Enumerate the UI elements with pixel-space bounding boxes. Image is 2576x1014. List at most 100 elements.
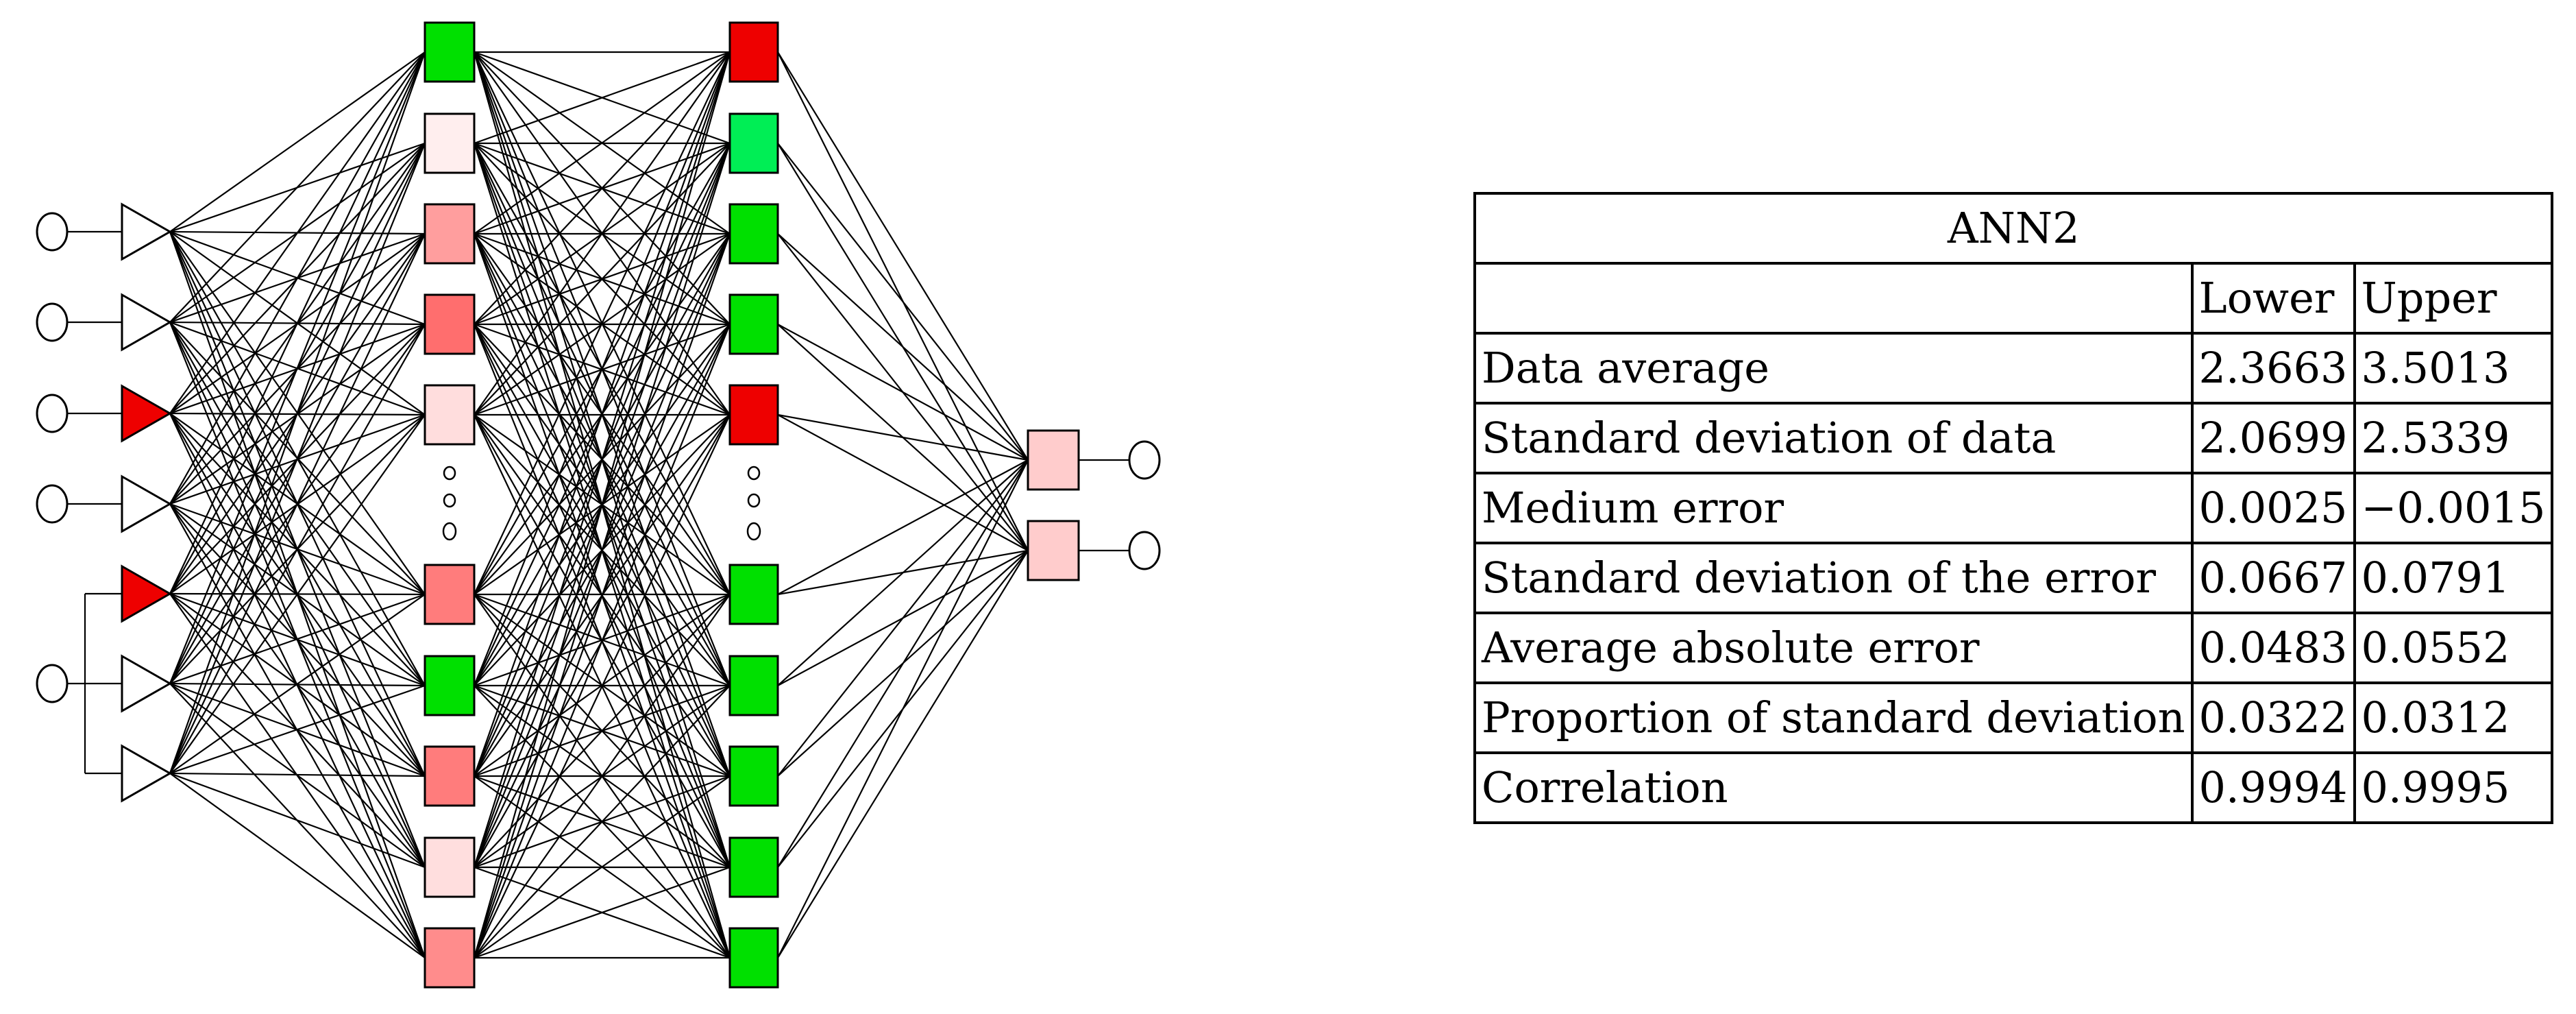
connection-line	[169, 51, 426, 594]
connection-line	[474, 51, 731, 234]
hidden2-neuron	[728, 293, 779, 355]
connection-line	[169, 772, 426, 869]
row-upper: 0.0552	[2353, 612, 2554, 684]
connection-line	[474, 51, 731, 325]
connection-line	[777, 459, 1029, 777]
connection-line	[169, 684, 426, 775]
connection-line	[473, 51, 731, 777]
connection-line	[474, 414, 731, 958]
header-metric	[1473, 262, 2194, 335]
connection-line	[474, 51, 731, 145]
hidden2-neuron	[728, 927, 779, 989]
hidden1-neuron	[424, 927, 476, 989]
connection-line	[473, 143, 731, 958]
row-lower: 0.0322	[2190, 681, 2356, 754]
input-circle	[36, 664, 69, 703]
network-connections	[67, 51, 1129, 959]
row-upper: −0.0015	[2353, 472, 2554, 544]
table-row: Proportion of standard deviation 0.0322 …	[1473, 681, 2554, 754]
row-upper: 2.5339	[2353, 402, 2554, 474]
connection-line	[474, 866, 731, 959]
input-circle	[36, 394, 69, 433]
ann2-results-table: ANN2 Lower Upper Data average 2.3663 3.5…	[1473, 192, 2554, 824]
connection-line	[473, 51, 731, 868]
header-upper: Upper	[2353, 262, 2554, 335]
table-row: Average absolute error 0.0483 0.0552	[1473, 612, 2554, 684]
table-title-row: ANN2	[1473, 192, 2554, 265]
input-neuron	[121, 202, 173, 261]
connection-line	[169, 51, 426, 414]
row-upper: 0.0791	[2353, 542, 2554, 614]
connection-line	[777, 459, 1029, 686]
hidden1-neuron	[424, 203, 476, 265]
connection-line	[777, 414, 1029, 551]
row-lower: 2.3663	[2190, 332, 2356, 405]
connection-line	[169, 324, 426, 774]
hidden2-neuron	[728, 112, 779, 174]
input-neuron-active	[121, 384, 173, 443]
hidden1-neuron	[424, 384, 476, 446]
hidden1-ellipsis	[442, 522, 457, 541]
hidden2-neuron	[728, 836, 779, 898]
row-lower: 2.0699	[2190, 402, 2356, 474]
hidden1-neuron	[424, 293, 476, 355]
hidden2-neuron	[728, 384, 779, 446]
connection-line	[777, 233, 1029, 461]
connection-line	[169, 51, 426, 232]
hidden1-neuron	[424, 112, 476, 174]
table-row: Data average 2.3663 3.5013	[1473, 332, 2554, 405]
connection-line	[473, 233, 731, 958]
row-upper: 3.5013	[2353, 332, 2554, 405]
connection-line	[169, 594, 426, 774]
output-neuron	[1027, 520, 1080, 581]
table-title: ANN2	[1473, 192, 2554, 265]
connection-line	[473, 51, 731, 958]
connection-line	[169, 773, 426, 958]
table-row: Standard deviation of the error 0.0667 0…	[1473, 542, 2554, 614]
row-metric: Average absolute error	[1473, 612, 2194, 684]
hidden1-ellipsis	[443, 493, 456, 508]
connection-line	[473, 324, 731, 958]
connection-line	[777, 459, 1029, 958]
connection-line	[474, 51, 731, 415]
row-lower: 0.0667	[2190, 542, 2356, 614]
connection-line	[169, 414, 426, 774]
output-neuron	[1027, 429, 1080, 491]
row-metric: Medium error	[1473, 472, 2194, 544]
hidden2-ellipsis	[746, 522, 761, 541]
hidden2-ellipsis	[747, 493, 761, 508]
input-circle	[36, 212, 69, 252]
hidden2-neuron	[728, 745, 779, 807]
header-lower: Lower	[2190, 262, 2356, 335]
output-circle	[1128, 531, 1161, 570]
input-neuron	[121, 744, 173, 803]
input-circle	[36, 484, 69, 524]
input-circle	[36, 302, 69, 342]
row-metric: Correlation	[1473, 751, 2194, 824]
hidden2-neuron	[728, 203, 779, 265]
row-upper: 0.0312	[2353, 681, 2554, 754]
table-row: Standard deviation of data 2.0699 2.5339	[1473, 402, 2554, 474]
hidden1-neuron	[424, 564, 476, 625]
row-lower: 0.0025	[2190, 472, 2356, 544]
row-lower: 0.9994	[2190, 751, 2356, 824]
hidden1-neuron	[424, 836, 476, 898]
connection-line	[169, 51, 426, 774]
connection-line	[474, 51, 731, 595]
hidden2-neuron	[728, 655, 779, 716]
connection-line	[474, 775, 731, 958]
row-upper: 0.9995	[2353, 751, 2554, 824]
hidden2-neuron	[728, 564, 779, 625]
input-neuron	[121, 654, 173, 713]
network-nodes	[36, 21, 1161, 989]
connection-line	[474, 685, 731, 958]
input-neuron	[121, 293, 173, 352]
hidden1-neuron	[424, 745, 476, 807]
input-neuron-active	[121, 564, 173, 623]
connection-line	[777, 550, 1029, 958]
table-row: Correlation 0.9994 0.9995	[1473, 751, 2554, 824]
row-lower: 0.0483	[2190, 612, 2356, 684]
connection-line	[169, 233, 426, 774]
hidden1-neuron	[424, 655, 476, 716]
connection-line	[777, 143, 1029, 461]
